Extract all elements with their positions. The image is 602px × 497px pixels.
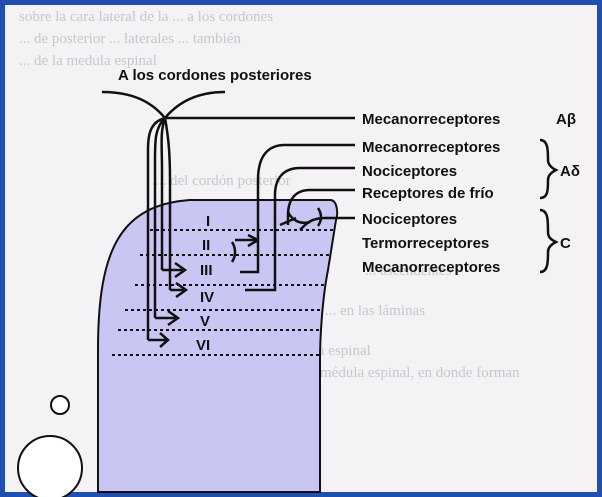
- c-receptor-label: Nociceptores: [362, 211, 457, 228]
- adelta-receptor-label: Nociceptores: [362, 163, 457, 180]
- lamina-label: IV: [200, 289, 214, 306]
- dorsal-column-label: A los cordones posteriores: [118, 67, 312, 84]
- gray-matter-region: [98, 200, 337, 492]
- adelta-receptor-label: Mecanorreceptores: [362, 139, 500, 156]
- adelta-receptor-label: Receptores de frío: [362, 185, 494, 202]
- lamina-label: II: [202, 237, 210, 254]
- c-fiber-label: C: [560, 235, 571, 252]
- lamina-label: III: [200, 262, 213, 279]
- small-circle-marker: [51, 396, 69, 414]
- abeta-receptor-label: Mecanorreceptores: [362, 111, 500, 128]
- large-circle-marker: [18, 436, 82, 497]
- lamina-label: I: [206, 213, 210, 230]
- lamina-label: VI: [196, 337, 210, 354]
- adelta-fiber-label: Aδ: [560, 163, 580, 180]
- abeta-fiber-label: Aβ: [556, 111, 576, 128]
- lamina-label: V: [200, 313, 210, 330]
- c-receptor-label: Mecanorreceptores: [362, 259, 500, 276]
- c-receptor-label: Termorreceptores: [362, 235, 489, 252]
